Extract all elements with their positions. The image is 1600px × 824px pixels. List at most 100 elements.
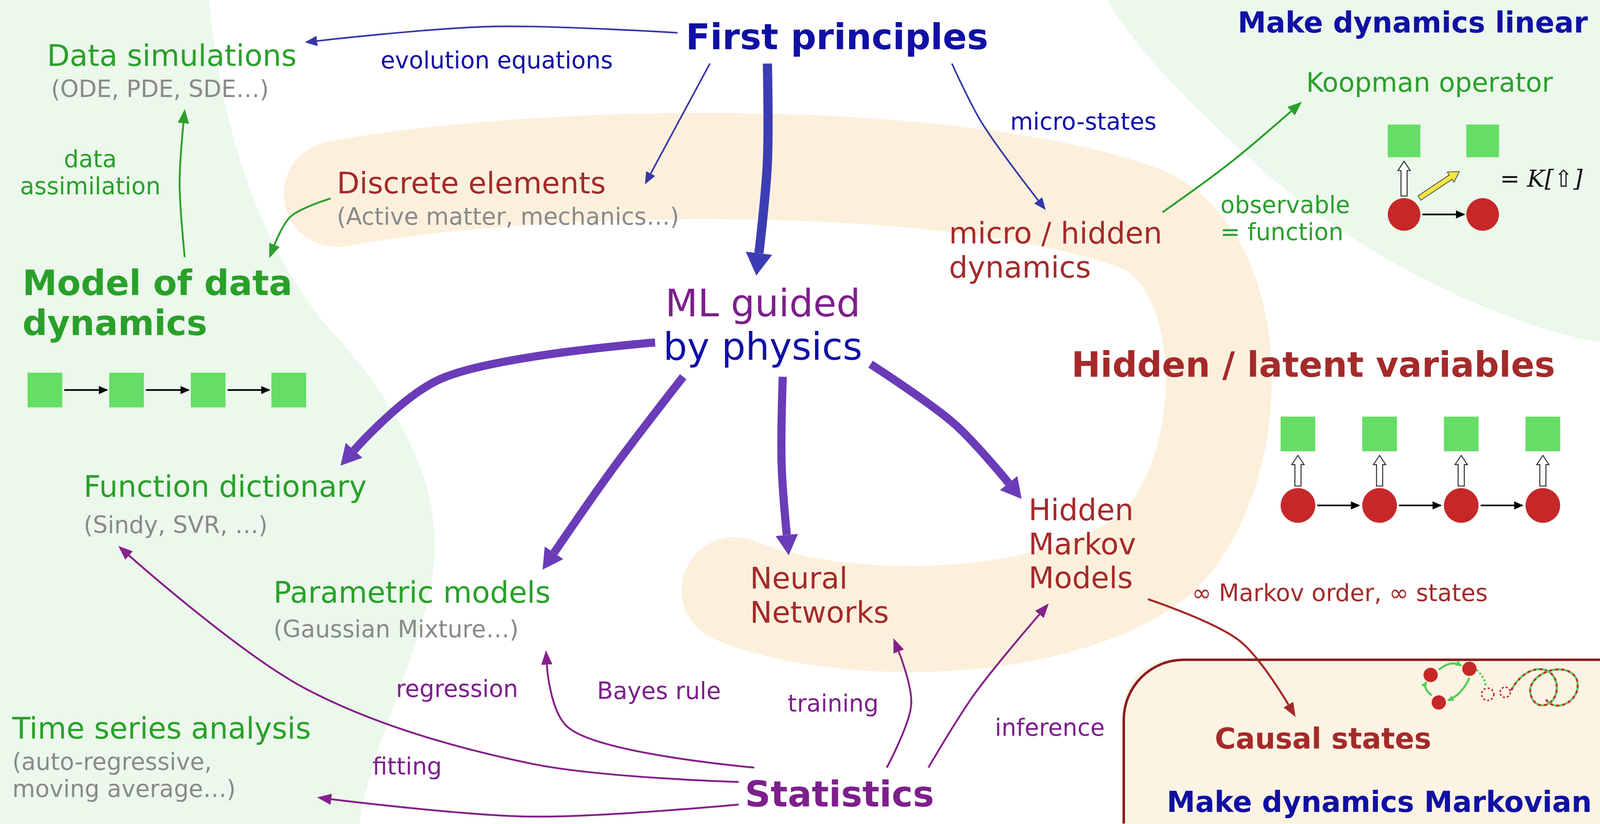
concept-node: Causal states <box>1214 722 1432 755</box>
edge-label: micro-states <box>1010 108 1157 136</box>
observation-square <box>1525 416 1560 452</box>
state-squiggle <box>1511 669 1578 706</box>
edge-label-holder: Bayes rule <box>597 677 721 705</box>
node-heading: Data simulations <box>47 38 297 73</box>
edge-label: ∞ Markov order, ∞ states <box>1191 579 1488 607</box>
observation-square <box>271 372 306 408</box>
state-circle <box>1387 197 1421 231</box>
step-arrow <box>1422 213 1465 216</box>
observation-square <box>109 372 144 408</box>
connector-arrow <box>317 26 678 41</box>
edge-label-holder: fitting <box>372 752 443 780</box>
transition-arrow <box>1438 663 1462 670</box>
edge-label: data assimilation <box>16 145 165 200</box>
node-heading: Neural Networks <box>750 561 903 630</box>
node-heading: micro / hidden dynamics <box>949 216 1179 285</box>
edge-label-holder: evolution equations <box>380 47 613 75</box>
observation-square <box>1387 124 1421 158</box>
green-band <box>0 0 435 824</box>
node-subtext: (Sindy, SVR, …) <box>83 511 367 539</box>
node-heading: Causal states <box>1214 722 1432 755</box>
concept-node: Time series analysis(auto-regressive, mo… <box>12 711 311 803</box>
node-subtext: by physics <box>663 325 863 369</box>
concept-node: First principles <box>685 16 989 58</box>
connector-arrow <box>758 63 768 253</box>
observation-square <box>1362 416 1397 452</box>
node-heading: Make dynamics Markovian <box>1166 785 1592 819</box>
step-arrow <box>64 389 108 391</box>
region-box: Make dynamics Markovian Causal states <box>1122 658 1600 824</box>
formula-label: = K[⇧] <box>1500 165 1583 193</box>
observe-arrow <box>1291 455 1304 486</box>
connector-arrow <box>546 664 755 768</box>
state-squiggle <box>1511 669 1578 706</box>
dotted-state <box>1500 687 1510 698</box>
state-circle <box>1462 661 1477 676</box>
connector-arrow <box>354 342 655 451</box>
concept-node: Discrete elements(Active matter, mechani… <box>336 166 680 231</box>
edge-label: fitting <box>372 752 443 780</box>
edge-label: inference <box>995 714 1105 742</box>
region-title: Make dynamics linear <box>1237 6 1588 40</box>
label-holder: Hidden / latent variables <box>1071 345 1555 385</box>
observe-arrow <box>1373 455 1386 486</box>
connector-arrow <box>781 376 787 535</box>
step-arrow <box>1480 504 1523 507</box>
state-circle <box>1423 667 1438 682</box>
concept-node: Neural Networks <box>750 561 903 630</box>
observation-square <box>1443 416 1479 452</box>
observation-square <box>27 372 63 408</box>
step-arrow <box>227 389 270 391</box>
node-heading: Function dictionary <box>83 469 367 504</box>
edge-label-holder: data assimilation <box>16 145 165 200</box>
node-heading: Koopman operator <box>1306 67 1553 98</box>
edge-label: observable = function <box>1220 191 1364 246</box>
edge-label-holder: ∞ Markov order, ∞ states <box>1191 579 1488 607</box>
edge-label-holder: observable = function <box>1220 191 1364 246</box>
node-heading: Hidden Markov Models <box>1028 492 1162 595</box>
edge-label-holder: inference <box>995 714 1105 742</box>
transition-dotted <box>1476 669 1486 688</box>
state-circle <box>1525 487 1560 523</box>
connector-arrow <box>331 799 739 817</box>
node-heading: Discrete elements <box>336 166 680 201</box>
connector-arrow <box>650 63 710 174</box>
state-circle <box>1443 487 1479 523</box>
connector-arrow <box>274 198 331 245</box>
edge-label-holder: training <box>787 690 879 718</box>
orange-band <box>336 165 1219 619</box>
node-heading: First principles <box>685 16 989 58</box>
dotted-state <box>1481 687 1494 700</box>
node-heading: Parametric models <box>273 575 551 610</box>
edge-label: training <box>787 690 879 718</box>
concept-node: Hidden Markov Models <box>1028 492 1162 595</box>
edge-label: evolution equations <box>380 47 613 75</box>
observation-square <box>1466 124 1499 158</box>
section-heading: Hidden / latent variables <box>1071 345 1555 385</box>
label-holder: = K[⇧] <box>1500 165 1583 193</box>
observe-arrow <box>1397 161 1410 196</box>
connector-arrow <box>928 614 1040 768</box>
concept-node: micro / hidden dynamics <box>949 216 1179 285</box>
label-holder: Make dynamics linear <box>1237 6 1588 40</box>
state-circle <box>1362 487 1397 523</box>
concept-node: Parametric models(Gaussian Mixture…) <box>273 575 551 643</box>
concept-node: Koopman operator <box>1306 67 1553 98</box>
transition-arrow <box>1425 681 1432 695</box>
state-circle <box>1280 487 1315 523</box>
node-heading: Model of data dynamics <box>22 263 329 344</box>
concept-node: ML guidedby physics <box>663 281 863 369</box>
connector-arrow <box>129 555 739 782</box>
state-circle <box>1466 197 1499 231</box>
node-subtext: (ODE, PDE, SDE…) <box>50 75 297 103</box>
koopman-arrow <box>1417 171 1460 201</box>
edge-label-holder: regression <box>395 675 518 703</box>
node-heading: ML guided <box>663 281 863 325</box>
observation-square <box>1280 416 1315 452</box>
observation-square <box>190 372 226 408</box>
node-heading: Time series analysis <box>12 711 311 746</box>
observe-arrow <box>1455 455 1468 486</box>
concept-node: Data simulations(ODE, PDE, SDE…) <box>47 38 297 103</box>
concept-node: Function dictionary (Sindy, SVR, …) <box>83 469 367 539</box>
